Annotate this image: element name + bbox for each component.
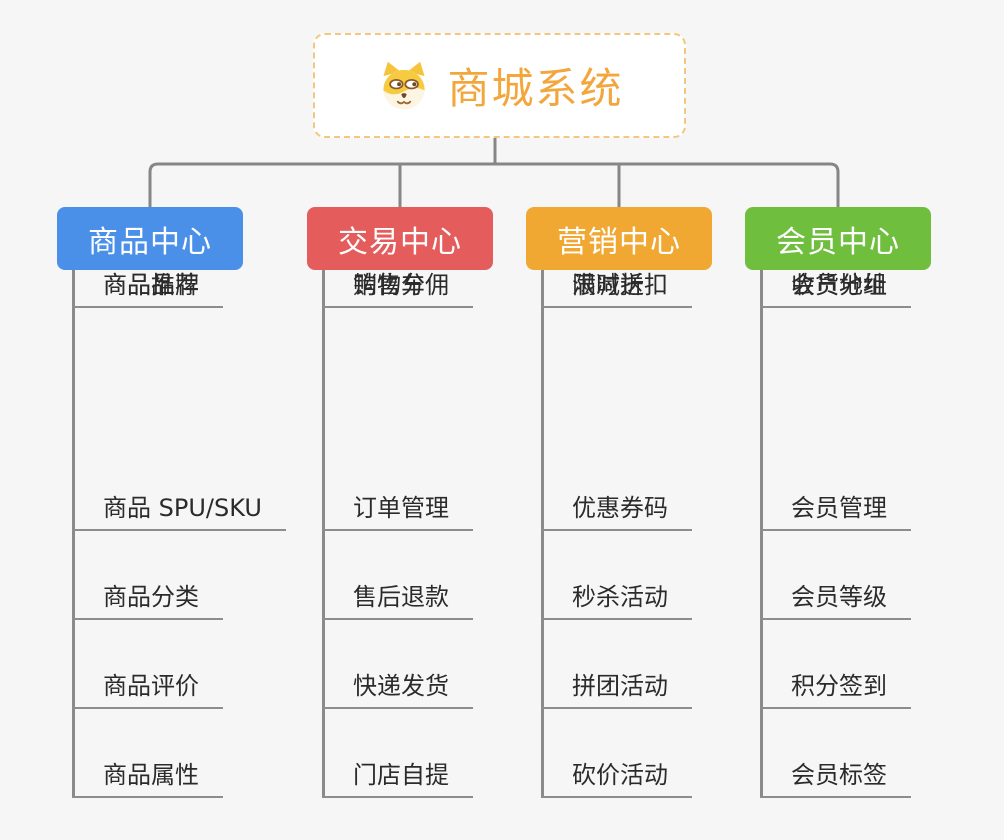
leaf-label: 限时折扣 xyxy=(572,271,668,299)
leaf-node[interactable]: 快递发货 xyxy=(322,671,473,709)
leaf-node[interactable]: 秒杀活动 xyxy=(541,582,692,620)
leaf-label: 商品评价 xyxy=(103,672,199,700)
branch-column: 营销中心 优惠券码 秒杀活动 拼团活动 砍价活动 限时折扣 满减送 xyxy=(526,207,712,798)
leaf-label: 砍价活动 xyxy=(572,761,668,789)
branch-header[interactable]: 会员中心 xyxy=(745,207,931,270)
leaf-label: 会员管理 xyxy=(791,494,887,522)
dog-face-icon xyxy=(375,60,433,112)
leaf-node[interactable]: 满减送 xyxy=(541,270,668,308)
leaf-node[interactable]: 拼团活动 xyxy=(541,671,692,709)
leaf-node[interactable]: 门店自提 xyxy=(322,760,473,798)
leaf-label: 商品品牌 xyxy=(103,271,199,299)
branch-header[interactable]: 营销中心 xyxy=(526,207,712,270)
leaf-label: 秒杀活动 xyxy=(572,583,668,611)
leaf-node[interactable]: 销售分佣 xyxy=(322,270,473,308)
branch-trunk-line xyxy=(541,270,544,798)
branch-rail-line xyxy=(148,162,840,207)
branch-trunk-line xyxy=(760,270,763,798)
leaf-label: 会员分组 xyxy=(791,271,887,299)
leaf-label: 订单管理 xyxy=(353,494,449,522)
leaf-label: 商品 SPU/SKU xyxy=(103,494,262,522)
leaf-label: 快递发货 xyxy=(353,672,449,700)
leaf-node[interactable]: 商品品牌 xyxy=(72,270,223,308)
root-node[interactable]: 商城系统 xyxy=(313,33,686,138)
branch-label: 商品中心 xyxy=(88,224,212,260)
leaf-label: 收货地址 xyxy=(791,271,887,299)
leaf-node[interactable]: 收货地址 xyxy=(760,270,911,308)
branch-column: 交易中心 订单管理 售后退款 快递发货 门店自提 购物车 销售分佣 xyxy=(307,207,493,798)
leaf-node[interactable]: 优惠券码 xyxy=(541,493,692,531)
leaf-label: 购物车 xyxy=(353,271,425,299)
branch-column: 商品中心 商品 SPU/SKU 商品分类 商品评价 商品属性 商品推荐 商品品牌 xyxy=(57,207,286,798)
leaf-node[interactable]: 商品分类 xyxy=(72,582,223,620)
branch-label: 交易中心 xyxy=(338,224,462,260)
leaf-label: 会员标签 xyxy=(791,761,887,789)
branch-trunk-line xyxy=(322,270,325,798)
leaf-node[interactable]: 商品评价 xyxy=(72,671,223,709)
branch-trunk-line xyxy=(72,270,75,798)
leaf-node[interactable]: 会员标签 xyxy=(760,760,911,798)
leaf-label: 满减送 xyxy=(572,271,644,299)
leaf-label: 门店自提 xyxy=(353,761,449,789)
leaf-label: 优惠券码 xyxy=(572,494,668,522)
branch-header[interactable]: 交易中心 xyxy=(307,207,493,270)
leaf-node[interactable]: 商品 SPU/SKU xyxy=(72,493,286,531)
leaf-label: 售后退款 xyxy=(353,583,449,611)
leaf-node[interactable]: 售后退款 xyxy=(322,582,473,620)
leaf-node[interactable]: 会员管理 xyxy=(760,493,911,531)
branch-label: 营销中心 xyxy=(557,224,681,260)
leaf-node[interactable]: 订单管理 xyxy=(322,493,473,531)
branch-header[interactable]: 商品中心 xyxy=(57,207,243,270)
leaf-node[interactable]: 会员等级 xyxy=(760,582,911,620)
leaf-label: 积分签到 xyxy=(791,672,887,700)
leaf-label: 销售分佣 xyxy=(353,271,449,299)
leaf-node[interactable]: 限时折扣 xyxy=(541,270,692,308)
leaf-label: 商品属性 xyxy=(103,761,199,789)
branch-column: 会员中心 会员管理 会员等级 积分签到 会员标签 会员分组 收货地址 xyxy=(745,207,931,798)
leaf-node[interactable]: 砍价活动 xyxy=(541,760,692,798)
leaf-label: 商品分类 xyxy=(103,583,199,611)
leaf-node[interactable]: 商品属性 xyxy=(72,760,223,798)
leaf-label: 商品推荐 xyxy=(103,271,199,299)
leaf-label: 会员等级 xyxy=(791,583,887,611)
leaf-node[interactable]: 积分签到 xyxy=(760,671,911,709)
leaf-label: 拼团活动 xyxy=(572,672,668,700)
branch-label: 会员中心 xyxy=(776,224,900,260)
root-title: 商城系统 xyxy=(447,64,624,113)
